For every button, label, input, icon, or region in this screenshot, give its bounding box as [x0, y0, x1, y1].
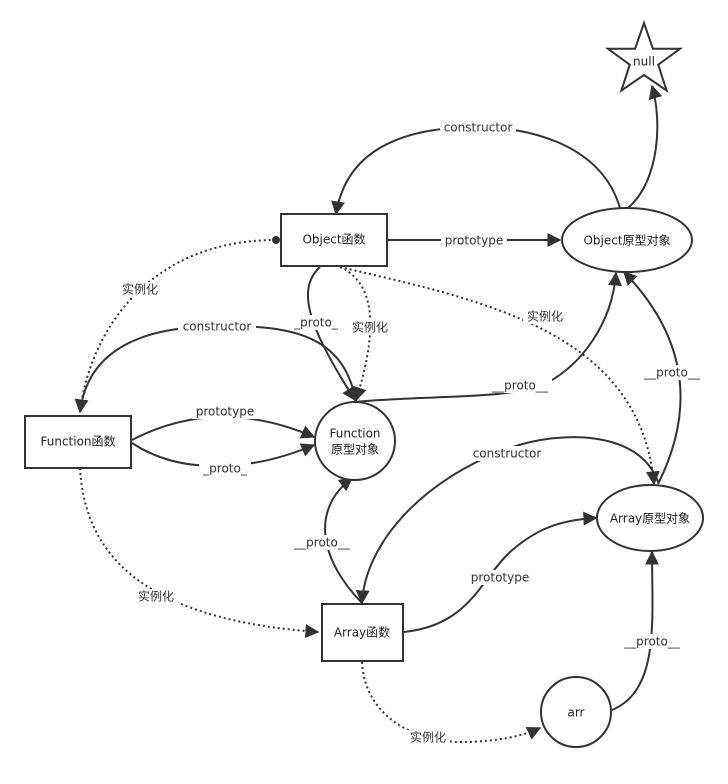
node-function-prototype-label-2: 原型对象	[331, 443, 379, 457]
edge-labels: constructor prototype 实例化 constructor _p…	[118, 120, 704, 745]
edge-objectfn-proto	[306, 266, 356, 402]
label-prototype-function: prototype	[196, 405, 254, 419]
node-array-prototype-label: Array原型对象	[610, 512, 690, 526]
edge-objectproto-constructor	[331, 125, 621, 216]
node-array-function-label: Array函数	[334, 625, 390, 640]
label-constructor-array: constructor	[473, 447, 542, 461]
node-function-function-label: Function函数	[40, 434, 115, 449]
node-function-prototype: Function 原型对象	[314, 401, 396, 481]
node-function-prototype-label-1: Function	[329, 427, 380, 441]
node-function-function: Function函数	[24, 415, 132, 469]
label-proto-arrayfn: __proto__	[293, 536, 351, 550]
star-shape	[604, 19, 684, 93]
edge-functionfn-prototype	[131, 415, 316, 441]
label-constructor-function: constructor	[183, 320, 252, 334]
node-null-label: null	[633, 55, 655, 69]
edge-arrayfn-instantiates-arr	[361, 661, 542, 744]
label-instantiate-object: 实例化	[122, 282, 158, 297]
nodes: null Object函数 Object原型对象 Function函数 Func…	[24, 19, 704, 748]
node-object-prototype: Object原型对象	[561, 207, 693, 273]
node-null: null	[604, 19, 684, 93]
node-array-function: Array函数	[321, 603, 404, 662]
edge-functionfn-constructor	[79, 324, 361, 413]
node-object-function-label: Object函数	[302, 232, 365, 247]
label-prototype-object: prototype	[445, 234, 503, 248]
label-instantiate-functionproto: 实例化	[352, 320, 388, 335]
node-arr-label: arr	[567, 706, 584, 720]
label-instantiate-arrayfn: 实例化	[138, 589, 174, 604]
edge-arr-proto	[611, 550, 660, 711]
edge-arrayfn-prototype	[403, 511, 598, 633]
edge-objectproto-to-null	[627, 84, 663, 209]
label-proto-functionproto: __proto__	[491, 379, 549, 393]
label-instantiate-arrayproto: 实例化	[527, 309, 563, 324]
node-arr: arr	[540, 676, 612, 748]
label-instantiate-arr: 实例化	[410, 730, 446, 745]
label-proto-objectfn: _proto_	[293, 316, 339, 330]
node-object-prototype-label: Object原型对象	[583, 234, 670, 248]
label-constructor-top: constructor	[444, 121, 513, 135]
label-proto-functionfn: _proto_	[202, 462, 248, 476]
node-object-function: Object函数	[280, 213, 388, 267]
node-array-prototype: Array原型对象	[596, 484, 704, 552]
edge-function-instantiates-array	[79, 467, 320, 639]
label-proto-arr: __proto__	[623, 635, 681, 649]
edge-functionproto-proto	[355, 271, 623, 403]
label-prototype-array: prototype	[471, 571, 529, 585]
label-proto-arrayproto: __proto__	[643, 366, 701, 380]
